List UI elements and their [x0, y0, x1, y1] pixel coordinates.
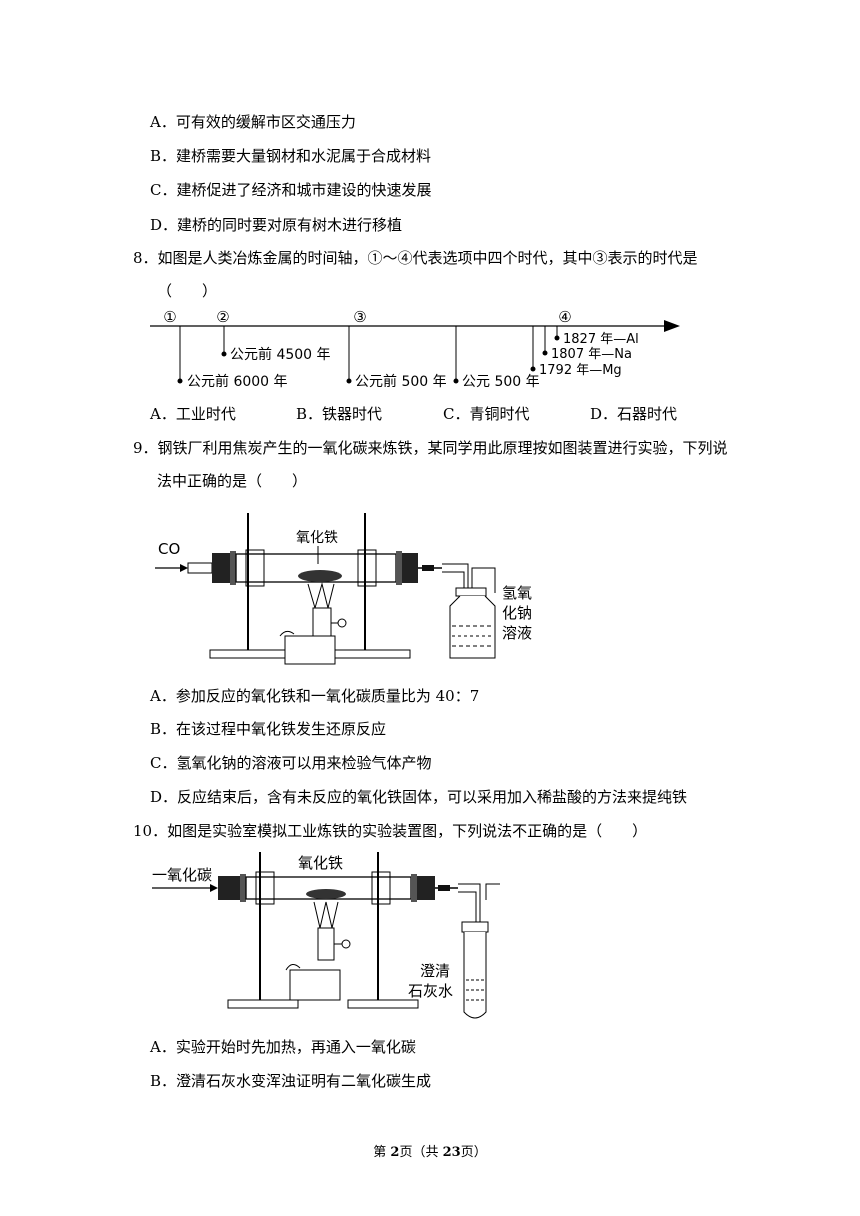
footer-suffix: 页） [460, 1145, 487, 1160]
q7-option-d: D．建桥的同时要对原有树木进行移植 [150, 216, 403, 234]
q7-option-a: A．可有效的缓解市区交通压力 [150, 113, 356, 131]
timeline-label: 公元前 4500 年 [230, 346, 331, 363]
timeline-label: 1807 年—Na [551, 347, 632, 362]
q9-stem: 9．钢铁厂利用焦炭产生的一氧化碳来炼铁，某同学用此原理按如图装置进行实验，下列说 [133, 439, 728, 457]
q8-option-c: C．青铜时代 [443, 405, 530, 423]
lab-iron-apparatus-figure: 一氧化碳 氧化铁 澄清 石灰水 [152, 852, 500, 1019]
q9-stem-continued: 法中正确的是（ ） [157, 472, 308, 490]
timeline-label: 公元 500 年 [462, 374, 540, 390]
total-page-count: 23 [442, 1145, 461, 1160]
svg-text:氧化铁: 氧化铁 [296, 530, 338, 546]
q7-option-b: B．建桥需要大量钢材和水泥属于合成材料 [150, 147, 432, 165]
q8-option-a: A．工业时代 [150, 405, 236, 423]
q8-option-d: D．石器时代 [590, 405, 678, 423]
svg-text:石灰水: 石灰水 [408, 982, 453, 1000]
svg-text:溶液: 溶液 [502, 624, 532, 642]
timeline-label: 公元前 500 年 [355, 373, 447, 390]
q8-option-b: B．铁器时代 [296, 405, 383, 423]
page-footer: 第 2页（共 23页） [0, 1141, 860, 1160]
timeline-marker-3: ③ [353, 308, 366, 326]
current-page-number: 2 [390, 1145, 400, 1160]
q8-stem: 8．如图是人类冶炼金属的时间轴，①～④代表选项中四个时代，其中③表示的时代是 [133, 249, 698, 267]
svg-text:澄清: 澄清 [420, 962, 450, 980]
q8-answer-blank: （ ） [157, 282, 218, 300]
footer-prefix: 第 [373, 1145, 391, 1160]
timeline-marker-1: ① [163, 308, 176, 326]
svg-text:氧化铁: 氧化铁 [298, 854, 343, 872]
q7-option-c: C．建桥促进了经济和城市建设的快速发展 [150, 181, 432, 199]
timeline-figure: ① ② ③ ④ 公元前 6000 年 公元前 4500 年 公元前 500 年 … [150, 308, 680, 390]
svg-text:一氧化碳: 一氧化碳 [152, 866, 212, 884]
q10-stem: 10．如图是实验室模拟工业炼铁的实验装置图，下列说法不正确的是（ ） [133, 822, 648, 840]
svg-text:CO: CO [158, 540, 180, 558]
timeline-marker-2: ② [216, 308, 229, 326]
timeline-label: 1792 年—Mg [539, 363, 622, 378]
q10-option-a: A．实验开始时先加热，再通入一氧化碳 [150, 1038, 416, 1056]
footer-mid: 页（共 [399, 1145, 443, 1160]
timeline-label: 1827 年—Al [563, 332, 639, 347]
timeline-marker-4: ④ [558, 308, 571, 326]
co-iron-apparatus-figure: CO 氧化铁 氢氧 化钠 溶液 [155, 513, 532, 665]
q9-option-b: B．在该过程中氧化铁发生还原反应 [150, 720, 387, 738]
svg-text:氢氧: 氢氧 [502, 584, 532, 602]
q10-option-b: B．澄清石灰水变浑浊证明有二氧化碳生成 [150, 1072, 432, 1090]
svg-text:化钠: 化钠 [502, 604, 532, 622]
q9-option-c: C．氢氧化钠的溶液可以用来检验气体产物 [150, 754, 432, 772]
q9-option-a: A．参加反应的氧化铁和一氧化碳质量比为 40：7 [150, 687, 480, 705]
timeline-label: 公元前 6000 年 [187, 373, 288, 390]
q9-option-d: D．反应结束后，含有未反应的氧化铁固体，可以采用加入稀盐酸的方法来提纯铁 [150, 788, 688, 806]
